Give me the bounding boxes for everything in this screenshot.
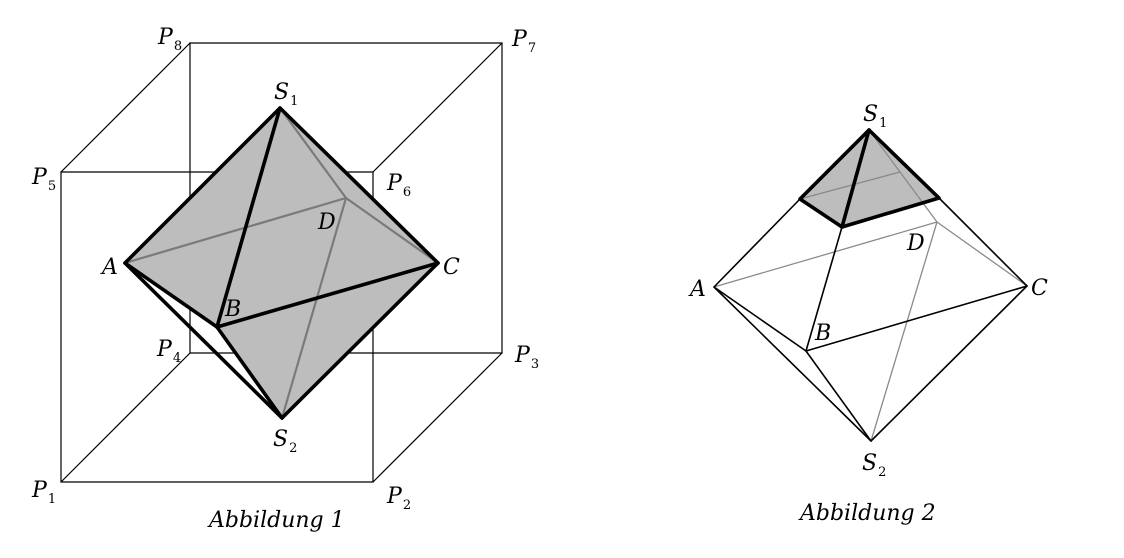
label-s2: S2 [862,451,886,480]
label-p3: P3 [514,343,539,372]
label-p8: P8 [157,25,182,54]
label-d: D [317,210,336,235]
edge-b-c [805,285,1028,352]
caption-figure-1: Abbildung 1 [207,508,345,533]
cube-edge-p2-p3 [372,352,503,483]
label-s1: S1 [274,80,298,109]
hidden-edge-c-d [345,197,439,264]
edge-b-s2 [805,350,872,442]
edge-a-b [123,261,219,329]
edge-b-cut [805,226,843,352]
edge-a-b [713,286,807,352]
hidden-edge-s1-d [279,107,347,199]
figure-1: P1 P2 P3 P4 P5 P6 P7 P8 S1 S2 A B [31,25,539,533]
edge-b-s2 [215,325,284,420]
label-p1: P1 [31,478,56,507]
top-pyramid-front-edge [840,128,871,229]
hidden-edge-a-d [713,221,938,288]
hidden-edge-s1-d [868,129,938,223]
top-pyramid-shaded [800,130,939,227]
label-c: C [1031,276,1048,301]
label-s2: S2 [273,427,297,456]
label-a: A [688,277,706,302]
label-p6: P6 [386,171,411,200]
label-c: C [443,255,460,280]
top-pyramid-outline [798,128,941,229]
label-p7: P7 [511,27,536,56]
label-p5: P5 [31,165,56,194]
hidden-edge-c-d [936,221,1028,287]
label-d: D [906,231,925,256]
label-a: A [100,255,118,280]
hidden-edge-a-d [124,196,347,265]
figure-2: S1 S2 A B C D Abbildung 2 [688,102,1048,526]
label-p4: P4 [156,337,181,366]
caption-figure-2: Abbildung 2 [798,501,936,526]
hidden-edge-s2-d [280,197,348,419]
label-b: B [814,321,831,346]
edge-b-c [215,261,440,329]
label-p2: P2 [386,484,411,513]
label-b: B [224,297,241,322]
hidden-cut-back [799,171,901,200]
edge-s1-b [215,106,282,329]
hidden-edge-s2-d [870,221,938,442]
cube-edge-p5-p8 [60,42,191,173]
cube-edge-p6-p7 [372,42,503,173]
label-s1: S1 [863,102,887,131]
cube-edge-p1-p4 [60,352,191,483]
